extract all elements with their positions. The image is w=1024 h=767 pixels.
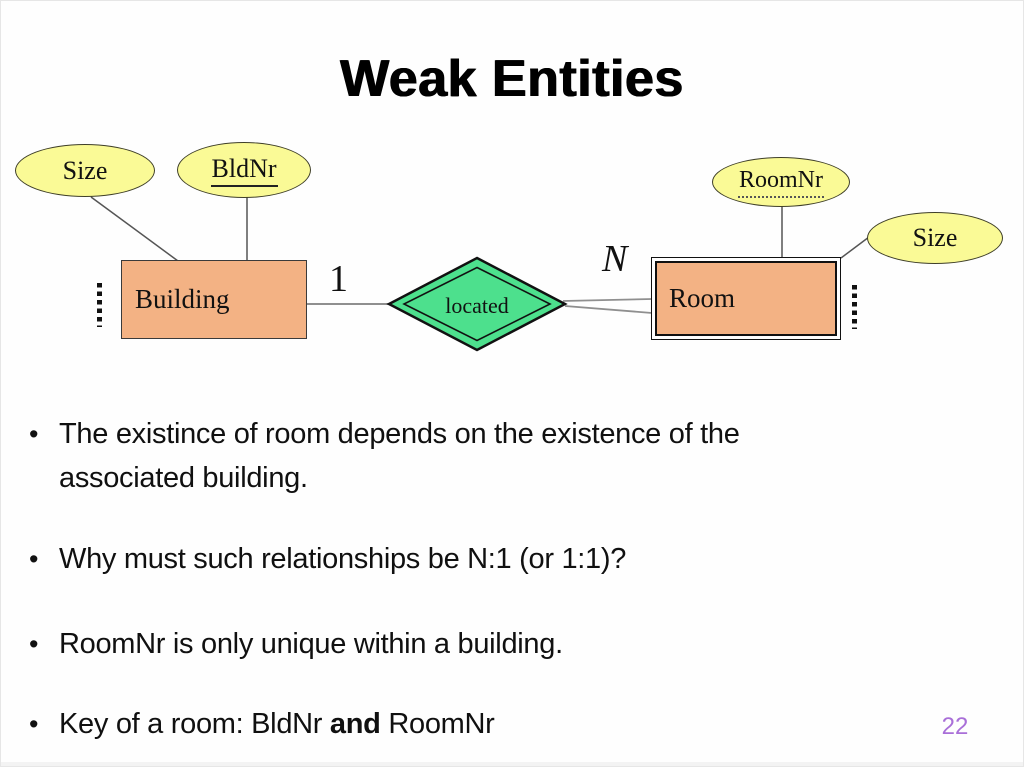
bullet-marker: • <box>29 419 39 449</box>
connector-lines <box>90 196 870 314</box>
cardinality-n: N <box>602 238 628 280</box>
bullet-text: The existince of room depends on the exi… <box>59 418 740 494</box>
slide-title: Weak Entities <box>340 49 684 108</box>
page-number: 22 <box>941 713 969 740</box>
cardinality-one: 1 <box>329 258 348 300</box>
entity-label: Building <box>135 284 230 314</box>
bullet-text-prefix: Key of a room: BldNr <box>59 708 323 740</box>
bullet-room-key: • Key of a room: BldNr and RoomNr <box>29 702 869 746</box>
bullet-existence: • The existince of room depends on the e… <box>29 412 869 500</box>
entity-label: Room <box>669 283 736 313</box>
attribute-label: Size <box>62 155 108 185</box>
more-attributes-dots-building <box>97 283 102 327</box>
bullet-marker: • <box>29 544 39 574</box>
slide-bottom-edge <box>1 762 1023 766</box>
attribute-label: Size <box>912 223 958 252</box>
connector-located-room-line2 <box>564 305 653 314</box>
bullet-marker: • <box>29 709 39 739</box>
bullet-text: Why must such relationships be N:1 (or 1… <box>59 543 627 575</box>
entity-building: Building <box>121 260 307 339</box>
relationship-located: located <box>386 256 568 352</box>
entity-room-inner: Room <box>655 261 837 336</box>
connector-size-building <box>90 196 179 262</box>
relationship-label: located <box>445 293 509 318</box>
entity-room: Room <box>651 257 841 340</box>
bullet-marker: • <box>29 629 39 659</box>
er-diagram: Size BldNr RoomNr Size Building Room l <box>1 1 1023 401</box>
attribute-label: RoomNr <box>738 167 824 198</box>
attribute-room-partial-key: RoomNr <box>712 157 850 207</box>
bullet-why-n1: • Why must such relationships be N:1 (or… <box>29 537 869 581</box>
bullet-text-bold: and <box>322 708 389 740</box>
connector-located-room-line1 <box>562 298 653 302</box>
diamond-shape-icon <box>386 256 568 352</box>
bullet-text: RoomNr is only unique within a building. <box>59 628 563 660</box>
connector-room-size <box>840 236 870 259</box>
attribute-room-size: Size <box>867 212 1003 264</box>
bullet-roomnr-unique: • RoomNr is only unique within a buildin… <box>29 622 869 666</box>
bullet-text-suffix: RoomNr <box>388 708 495 740</box>
attribute-building-key: BldNr <box>177 142 311 198</box>
more-attributes-dots-room <box>852 285 857 329</box>
attribute-building-size: Size <box>15 144 155 197</box>
attribute-label: BldNr <box>210 154 278 187</box>
bullet-text: Key of a room: BldNr and RoomNr <box>59 702 831 746</box>
